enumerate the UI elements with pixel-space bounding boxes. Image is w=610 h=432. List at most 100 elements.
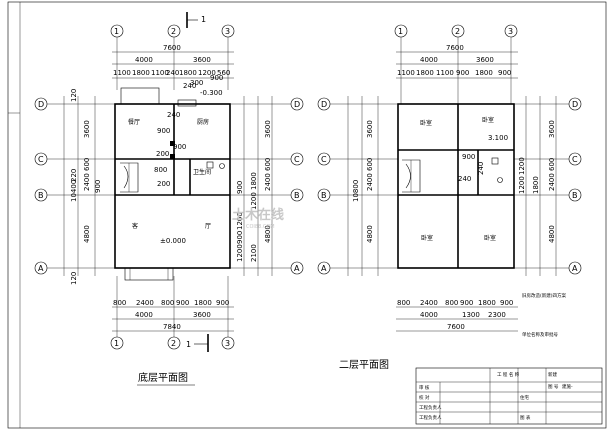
dim-right: 3600 (548, 120, 556, 138)
axis-bubble-B: B (290, 188, 304, 202)
dim-left: 600 (366, 158, 374, 171)
dim-seg: 900 (500, 299, 513, 307)
svg-text:B: B (321, 191, 327, 200)
front-bay (124, 267, 174, 281)
dim-right-inner: 1200 (236, 212, 244, 230)
note: 900 (210, 74, 223, 82)
svg-text:3: 3 (508, 27, 513, 36)
svg-text:D: D (321, 100, 327, 109)
title-block-note: 单位名称及审批号 (522, 331, 558, 338)
dim-left: 2400 (83, 173, 91, 191)
svg-text:B: B (572, 191, 578, 200)
svg-text:A: A (294, 264, 300, 273)
svg-text:D: D (294, 100, 300, 109)
dim-seg: 800 (113, 299, 126, 307)
svg-text:3: 3 (225, 339, 230, 348)
elevation-label: ±0.000 (160, 237, 186, 245)
dim-left-misc: 120 (70, 89, 78, 102)
axis-bubble-1: 1 (394, 24, 408, 38)
axis-bubble-D: D (290, 97, 304, 111)
axis-bubble-1: 1 (110, 24, 124, 38)
dim-seg: 1800 (478, 299, 496, 307)
axis-bubble-C: C (317, 152, 331, 166)
axis-bubble-3: 3 (221, 24, 235, 38)
room-label-bedroom: 卧室 (484, 234, 496, 242)
axis-bubble-1: 1 (110, 336, 124, 350)
dim-right-inner: 1200 (250, 192, 258, 210)
svg-text:D: D (38, 100, 44, 109)
room-label-dining: 餐厅 (128, 118, 140, 126)
svg-text:2: 2 (171, 339, 176, 348)
dim-right-inner: 2100 (250, 244, 258, 262)
toilet-icon (206, 161, 214, 169)
dim-seg: 1100 (436, 69, 454, 77)
dim-bottom: 4000 (135, 311, 153, 319)
dim-right-inner: 900 (236, 181, 244, 194)
dim-bottom: 4000 (420, 311, 438, 319)
axis-bubble-2: 2 (167, 24, 181, 38)
dim-seg: 900 (460, 299, 473, 307)
dim-left: 4800 (366, 225, 374, 243)
room-label-kitchen: 厨房 (197, 118, 209, 126)
dim-seg: 900 (456, 69, 469, 77)
axis-bubble-A: A (568, 261, 582, 275)
dim-total-bottom: 7840 (163, 323, 181, 331)
elevation-label: -0.300 (200, 89, 223, 97)
dim-left-misc: 900 (94, 180, 102, 193)
dim-bottom: 3600 (193, 311, 211, 319)
svg-text:2: 2 (455, 27, 460, 36)
dim-right-inner: 900 (236, 231, 244, 244)
basin-icon (497, 177, 503, 183)
dim-total-top: 7600 (163, 44, 181, 52)
dim-seg: 1100 (151, 69, 169, 77)
title-block-row: 校 对 (419, 394, 430, 401)
svg-text:D: D (572, 100, 578, 109)
dim-seg: 1100 (113, 69, 131, 77)
dim-left-misc: 120 (70, 272, 78, 285)
dim-seg: 2400 (420, 299, 438, 307)
axis-bubble-A: A (34, 261, 48, 275)
dim-seg: 1800 (179, 69, 197, 77)
dim-seg: 900 (176, 299, 189, 307)
elevation-label: 3.100 (488, 134, 508, 142)
svg-text:1: 1 (398, 27, 403, 36)
room-label-bedroom: 卧室 (482, 116, 494, 124)
dim-right: 600 (264, 158, 272, 171)
dim-top-2: 3600 (476, 56, 494, 64)
axis-bubble-3: 3 (504, 24, 518, 38)
dim-seg: 560 (217, 69, 230, 77)
dim-seg: 2400 (136, 299, 154, 307)
dim-seg: 1800 (416, 69, 434, 77)
svg-text:A: A (321, 264, 327, 273)
svg-text:C: C (294, 155, 300, 164)
note: 240 (167, 111, 180, 119)
watermark: 土木在线 COI88.COM (232, 207, 284, 230)
dim-seg: 240 (166, 69, 179, 77)
dim-seg: 800 (397, 299, 410, 307)
title-block: 工 程 名 称 新建 图 号 建施- 审 核 校 对 工程负责人 工程负责人 住… (415, 292, 603, 425)
axis-bubble-C: C (34, 152, 48, 166)
dim-bottom: 2300 (488, 311, 506, 319)
ground-floor-plan: 1 2 3 7600 4000 3600 1100 1800 1100 240 … (34, 24, 304, 386)
toilet-icon (491, 157, 499, 165)
section-mark-top: 1 (186, 12, 206, 28)
svg-text:COI88.COM: COI88.COM (246, 224, 275, 230)
dim-top-1: 4000 (420, 56, 438, 64)
dim-left: 4800 (83, 225, 91, 243)
axis-bubble-C: C (568, 152, 582, 166)
svg-text:土木在线: 土木在线 (232, 207, 284, 223)
dim-right: 3600 (264, 120, 272, 138)
note: 200 (157, 180, 170, 188)
second-floor-plan: 1 2 3 7600 4000 3600 1100 1800 1100 900 … (317, 24, 582, 371)
note: 220 (70, 169, 78, 182)
title-block-content: 住宅 (520, 394, 529, 401)
dim-seg: 1800 (475, 69, 493, 77)
dim-left-total: 10400 (70, 180, 78, 202)
dim-seg: 1800 (194, 299, 212, 307)
dim-top-2: 3600 (193, 56, 211, 64)
dim-left: 3600 (366, 120, 374, 138)
svg-text:3: 3 (225, 27, 230, 36)
svg-text:C: C (38, 155, 44, 164)
column (170, 154, 175, 159)
room-label-bedroom: 卧室 (420, 119, 432, 127)
